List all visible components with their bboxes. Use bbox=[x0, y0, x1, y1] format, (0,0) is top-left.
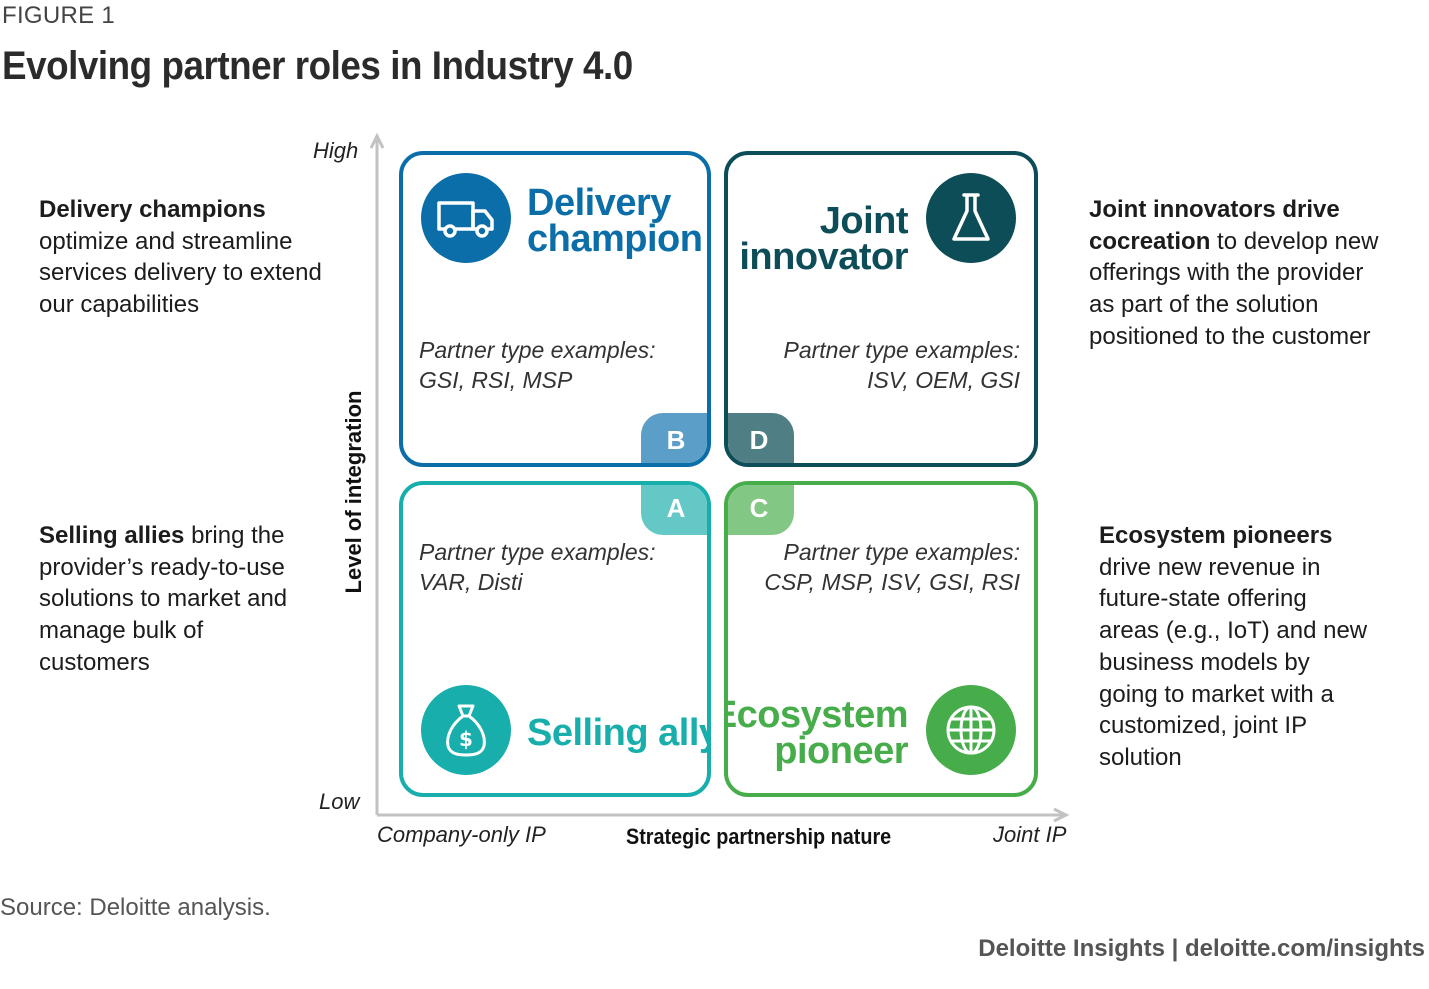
joint-innovators-heading: Joint innovators drive cocreation bbox=[1089, 196, 1340, 255]
flask-icon bbox=[926, 173, 1016, 263]
examples-values: ISV, OEM, GSI bbox=[867, 367, 1020, 393]
globe-icon bbox=[926, 685, 1016, 775]
ecosystem-pioneers-heading: Ecosystem pioneers bbox=[1099, 522, 1333, 549]
quadrant-joint-innovator: Joint innovator Partner type examples: I… bbox=[724, 151, 1038, 467]
selling-allies-text: bring the provider’s ready-to-use soluti… bbox=[39, 522, 288, 676]
quadrant-delivery-champion: Delivery champion Partner type examples:… bbox=[399, 151, 711, 467]
joint-innovator-examples: Partner type examples: ISV, OEM, GSI bbox=[783, 335, 1020, 395]
examples-label: Partner type examples: bbox=[419, 539, 656, 565]
quadrant-letter-d: D bbox=[728, 413, 794, 463]
ecosystem-pioneer-title: Ecosystem pioneer bbox=[724, 694, 909, 772]
joint-innovators-description: Joint innovators drive cocreation to dev… bbox=[1089, 194, 1379, 353]
delivery-champion-title-line2: champion bbox=[527, 218, 703, 260]
delivery-champions-description: Delivery champions optimize and streamli… bbox=[39, 194, 339, 321]
x-axis-arrow bbox=[1053, 807, 1070, 823]
source-note: Source: Deloitte analysis. bbox=[0, 894, 271, 921]
y-axis-arrow bbox=[369, 132, 385, 149]
joint-innovator-title-line1: Joint bbox=[819, 200, 909, 242]
quadrant-letter-b: B bbox=[641, 413, 707, 463]
quadrant-letter-a: A bbox=[641, 485, 707, 535]
delivery-champion-title: Delivery champion bbox=[527, 182, 703, 260]
examples-values: CSP, MSP, ISV, GSI, RSI bbox=[764, 569, 1020, 595]
figure-label: FIGURE 1 bbox=[2, 2, 116, 29]
selling-ally-title: Selling ally bbox=[527, 712, 711, 754]
selling-ally-examples: Partner type examples: VAR, Disti bbox=[419, 537, 656, 597]
figure-title: Evolving partner roles in Industry 4.0 bbox=[2, 44, 633, 88]
quadrant-ecosystem-pioneer: Partner type examples: CSP, MSP, ISV, GS… bbox=[724, 481, 1038, 797]
money-bag-icon: $ bbox=[421, 685, 511, 775]
ecosystem-pioneer-title-line2: pioneer bbox=[774, 730, 908, 772]
x-axis-right-label: Joint IP bbox=[993, 822, 1067, 847]
y-axis-title: Level of integration bbox=[341, 390, 366, 594]
examples-values: GSI, RSI, MSP bbox=[419, 367, 573, 393]
ecosystem-pioneer-examples: Partner type examples: CSP, MSP, ISV, GS… bbox=[764, 537, 1020, 597]
y-axis-low-label: Low bbox=[319, 789, 360, 814]
y-axis-high-label: High bbox=[313, 138, 359, 163]
ecosystem-pioneer-title-line1: Ecosystem bbox=[724, 694, 909, 736]
svg-text:$: $ bbox=[459, 727, 473, 751]
examples-label: Partner type examples: bbox=[783, 337, 1020, 363]
delivery-champions-heading: Delivery champions bbox=[39, 196, 266, 223]
delivery-champions-text: optimize and streamline services deliver… bbox=[39, 227, 322, 319]
x-axis-left-label: Company-only IP bbox=[377, 822, 546, 847]
selling-allies-description: Selling allies bring the provider’s read… bbox=[39, 520, 289, 679]
ecosystem-pioneers-description: Ecosystem pioneers drive new revenue in … bbox=[1099, 520, 1369, 774]
ecosystem-pioneers-text: drive new revenue in future-state offeri… bbox=[1099, 553, 1368, 771]
joint-innovator-title: Joint innovator bbox=[739, 200, 909, 278]
quadrant-selling-ally: Partner type examples: VAR, Disti $ Sell… bbox=[399, 481, 711, 797]
examples-values: VAR, Disti bbox=[419, 569, 523, 595]
brand-footer[interactable]: Deloitte Insights | deloitte.com/insight… bbox=[978, 935, 1425, 962]
examples-label: Partner type examples: bbox=[419, 337, 656, 363]
x-axis-title: Strategic partnership nature bbox=[626, 824, 892, 849]
delivery-champion-title-line1: Delivery bbox=[527, 182, 671, 224]
delivery-champion-examples: Partner type examples: GSI, RSI, MSP bbox=[419, 335, 656, 395]
selling-allies-heading: Selling allies bbox=[39, 522, 185, 549]
joint-innovators-text: to develop new offerings with the provid… bbox=[1089, 227, 1379, 350]
truck-icon bbox=[421, 173, 511, 263]
examples-label: Partner type examples: bbox=[783, 539, 1020, 565]
joint-innovator-title-line2: innovator bbox=[739, 236, 908, 278]
quadrant-letter-c: C bbox=[728, 485, 794, 535]
